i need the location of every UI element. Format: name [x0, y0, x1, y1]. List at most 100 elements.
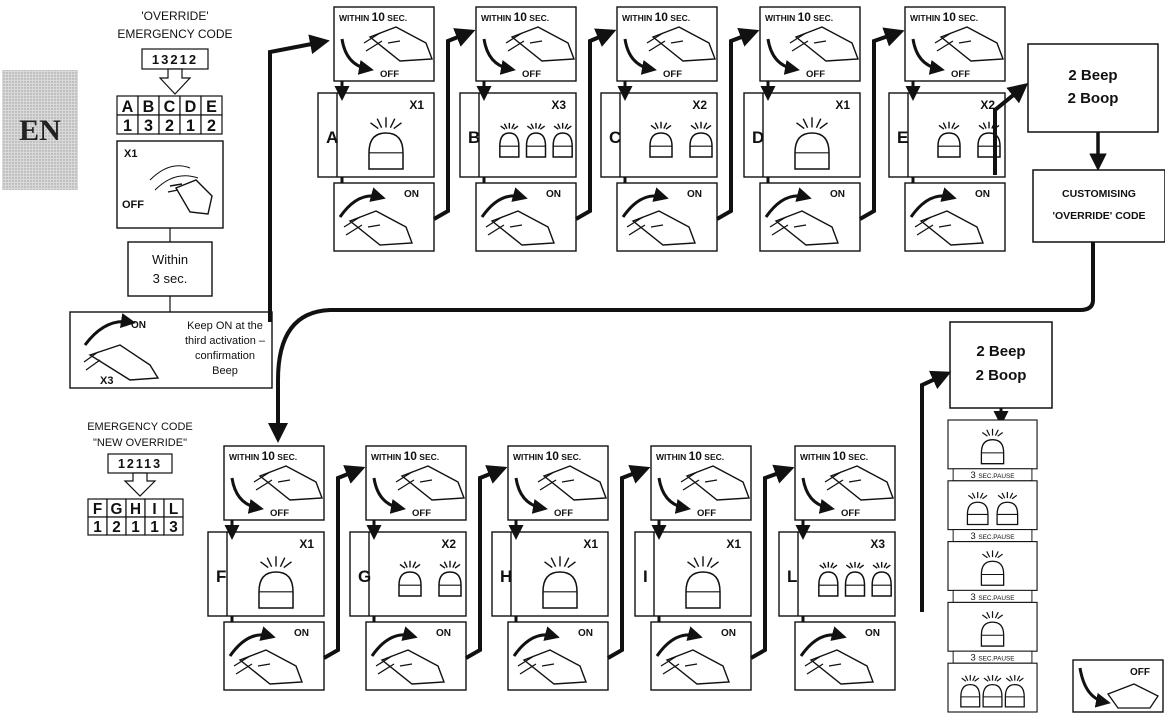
flash-count: X1	[299, 537, 314, 551]
top-result-box: 2 Beep 2 Boop	[1027, 43, 1159, 133]
new-code-arrow-icon	[123, 472, 157, 497]
on-label: ON	[865, 628, 880, 639]
on-label: ON	[578, 628, 593, 639]
off-label: OFF	[806, 69, 825, 80]
flow-connector	[859, 27, 905, 221]
within-3sec-box	[127, 241, 213, 297]
off-label: OFF	[412, 508, 431, 519]
flash-count: X3	[551, 98, 566, 112]
step-letter: G	[358, 567, 371, 586]
grid-letter: L	[169, 501, 178, 518]
hand-key-icon	[537, 465, 607, 501]
grid-digit: 3	[169, 519, 178, 536]
lamp-icon	[649, 121, 673, 158]
pause-label: 3 SEC.PAUSE	[970, 469, 1014, 480]
on-label: ON	[404, 189, 419, 200]
lamp-icon	[689, 121, 713, 158]
turn-off-arrow-icon	[514, 477, 548, 514]
customising-box: CUSTOMISING 'OVERRIDE' CODE	[1032, 169, 1165, 243]
lamp-icon	[398, 560, 422, 597]
flow-connector	[323, 465, 366, 660]
turn-on-arrow-icon	[480, 187, 528, 218]
off-label: OFF	[951, 69, 970, 80]
grid-letter: B	[143, 98, 155, 116]
hand-key-icon	[485, 210, 555, 246]
hand-key-icon	[680, 465, 750, 501]
grid-letter: A	[122, 98, 134, 116]
off-label: OFF	[522, 69, 541, 80]
turn-on-arrow-icon	[370, 626, 418, 657]
flow-connector-E-to-result	[993, 82, 1029, 175]
off-label: OFF	[270, 508, 289, 519]
hand-key-icon	[363, 26, 433, 62]
off-label: OFF	[554, 508, 573, 519]
grid-letter: C	[164, 98, 176, 116]
hand-key-icon	[174, 179, 213, 215]
new-code-block: EMERGENCY CODE "NEW OVERRIDE" 12113 F1G2…	[87, 421, 193, 536]
hand-key-icon	[660, 649, 730, 685]
lamp-icon	[368, 117, 404, 170]
lamp-icon	[438, 560, 462, 597]
lamp-icon	[871, 561, 892, 597]
override-code: 13212	[152, 52, 198, 67]
grid-digit: 2	[112, 519, 121, 536]
hand-key-icon	[934, 26, 1004, 62]
turn-off-arrow-icon	[623, 38, 657, 75]
keep-on-box: ON X3 Keep ON at the third activation – …	[69, 311, 273, 389]
hand-key-icon	[646, 26, 716, 62]
hand-key-icon	[253, 465, 323, 501]
turn-on-arrow-icon	[621, 187, 669, 218]
flash-count: X2	[692, 98, 707, 112]
intro-off-label: OFF	[122, 199, 144, 211]
on-label: ON	[546, 189, 561, 200]
hand-key-icon	[769, 210, 839, 246]
lamp-icon	[258, 556, 294, 609]
step-letter: C	[609, 128, 621, 147]
flow-connector-customising-to-F	[268, 242, 1095, 443]
flash-count: X2	[441, 537, 456, 551]
override-title-1: 'OVERRIDE'	[141, 9, 208, 23]
lamp-icon	[542, 556, 578, 609]
turn-on-arrow-icon	[909, 187, 957, 218]
turn-on-arrow-icon	[83, 313, 136, 346]
on-label: ON	[721, 628, 736, 639]
step-letter: H	[500, 567, 512, 586]
within-10sec-label: WITHIN 10 SEC.	[800, 449, 868, 463]
lamp-icon	[960, 674, 981, 708]
bottom-result-line2: 2 Boop	[976, 367, 1027, 384]
turn-on-arrow-icon	[512, 626, 560, 657]
keep-on-x3: X3	[100, 375, 113, 387]
on-label: ON	[830, 189, 845, 200]
flow-connector	[465, 465, 508, 660]
keep-on-text-1: Keep ON at the	[187, 320, 263, 332]
step-letter: L	[787, 567, 797, 586]
final-off-label: OFF	[1130, 667, 1150, 678]
within-3sec-line1: Within	[152, 252, 188, 267]
grid-letter: F	[93, 501, 102, 518]
hand-key-icon	[626, 210, 696, 246]
hand-key-icon	[343, 210, 413, 246]
customising-line1: CUSTOMISING	[1062, 188, 1136, 200]
hand-key-icon	[505, 26, 575, 62]
step-letter: I	[643, 567, 648, 586]
pause-label: 3 SEC.PAUSE	[970, 652, 1014, 663]
hand-key-icon	[375, 649, 445, 685]
intro-x1-box: X1 OFF	[116, 140, 224, 229]
off-label: OFF	[663, 69, 682, 80]
turn-on-arrow-icon	[764, 187, 812, 218]
lamp-icon	[499, 122, 520, 158]
new-code-title-2: "NEW OVERRIDE"	[93, 437, 187, 449]
on-label: ON	[975, 189, 990, 200]
turn-off-arrow-icon	[482, 38, 516, 75]
top-result-line2: 2 Boop	[1068, 90, 1119, 107]
grid-letter: I	[152, 501, 156, 518]
code-arrow-icon	[158, 68, 192, 95]
